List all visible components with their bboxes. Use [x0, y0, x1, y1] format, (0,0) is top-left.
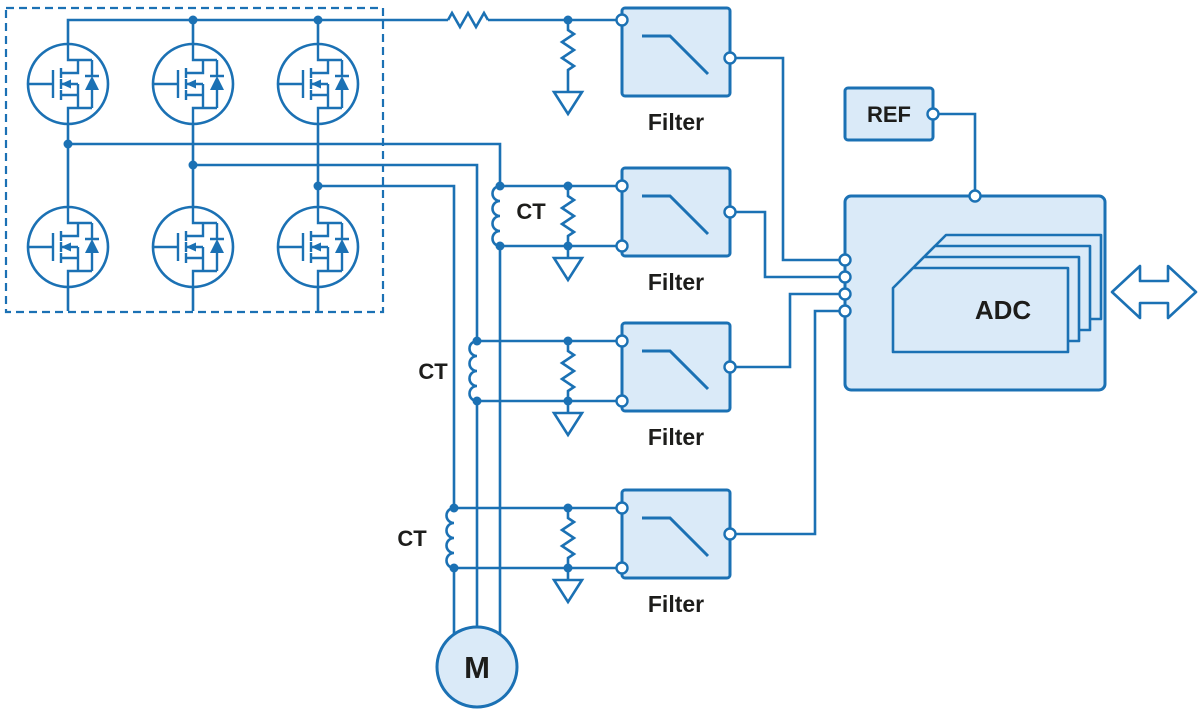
burden-resistor-3	[560, 506, 576, 570]
filter3-input-terminal-a	[615, 334, 629, 348]
filter2-label: Filter	[648, 269, 704, 295]
filter-block-4: Filter	[615, 488, 737, 617]
adc-input-terminal-1	[838, 253, 852, 267]
mosfet-q4-icon	[26, 205, 110, 289]
lowpass-filter-icon	[620, 321, 732, 413]
filter-block-3: Filter	[615, 321, 737, 450]
motor-label: M	[464, 650, 490, 685]
adc-input-terminal-4	[838, 304, 852, 318]
filter3-label: Filter	[648, 424, 704, 450]
phase-c-wire	[318, 184, 456, 635]
filter3-output-wire	[730, 292, 845, 369]
ct3-label: CT	[397, 526, 427, 551]
divider-resistor	[560, 18, 576, 82]
ground-symbol-3	[552, 399, 584, 437]
filter4-label: Filter	[648, 591, 704, 617]
dc-bus-wire	[66, 18, 622, 44]
filter2-output-terminal	[723, 205, 737, 219]
ref-block: REF	[843, 86, 940, 142]
lowpass-filter-icon	[620, 488, 732, 580]
mosfet-q2-icon	[151, 42, 235, 126]
bidirectional-arrow-icon	[1110, 264, 1198, 320]
lowpass-filter-icon	[620, 6, 732, 98]
adc-input-terminal-2	[838, 270, 852, 284]
filter1-input-terminal	[615, 13, 629, 27]
filter-block-2: Filter	[615, 166, 737, 295]
junction-dots	[63, 15, 573, 573]
bus-series-resistor	[446, 11, 490, 29]
lowpass-filter-icon	[620, 166, 732, 258]
mosfet-q6-icon	[276, 205, 360, 289]
motor-block: M	[435, 625, 519, 709]
filter4-input-terminal-a	[615, 501, 629, 515]
ref-to-adc-wire	[933, 112, 977, 196]
filter1-output-terminal	[723, 51, 737, 65]
ct2-sense-wires	[477, 339, 622, 403]
ct3-sense-wires	[454, 506, 622, 570]
filter4-output-wire	[730, 309, 845, 536]
inverter-outline	[4, 6, 385, 314]
filter-block-1: Filter	[615, 6, 737, 135]
filter1-output-wire	[730, 56, 845, 262]
adc-block: ADC	[838, 189, 1107, 392]
filter2-input-terminal-a	[615, 179, 629, 193]
motor-circle	[435, 625, 519, 709]
filter2-input-terminal-b	[615, 239, 629, 253]
adc-ref-terminal	[968, 189, 982, 203]
mosfet-q5-icon	[151, 205, 235, 289]
filter4-output-terminal	[723, 527, 737, 541]
mosfet-q1-icon	[26, 42, 110, 126]
mosfet-q3-icon	[276, 42, 360, 126]
ct1-label: CT	[516, 199, 546, 224]
adc-channel-sheet-1	[891, 266, 1070, 354]
ground-symbol-2	[552, 244, 584, 282]
filter3-output-terminal	[723, 360, 737, 374]
ct-coil-2	[468, 339, 479, 403]
ref-output-terminal	[926, 107, 940, 121]
wires	[66, 18, 977, 635]
ct2-label: CT	[418, 359, 448, 384]
ground-symbol-4	[552, 566, 584, 604]
filter3-input-terminal-b	[615, 394, 629, 408]
phase-b-wire	[193, 163, 479, 627]
filter1-label: Filter	[648, 109, 704, 135]
filter2-output-wire	[730, 210, 845, 279]
phase-a-wire	[68, 142, 502, 635]
adc-input-terminal-3	[838, 287, 852, 301]
adc-label: ADC	[975, 295, 1032, 325]
ct1-sense-wires	[500, 184, 622, 248]
ct-coil-1	[491, 184, 502, 248]
burden-resistor-1	[560, 184, 576, 248]
ground-symbol-1	[552, 78, 584, 116]
burden-resistor-2	[560, 339, 576, 403]
ct-coil-3	[445, 506, 456, 570]
ref-label: REF	[867, 102, 911, 127]
filter4-input-terminal-b	[615, 561, 629, 575]
